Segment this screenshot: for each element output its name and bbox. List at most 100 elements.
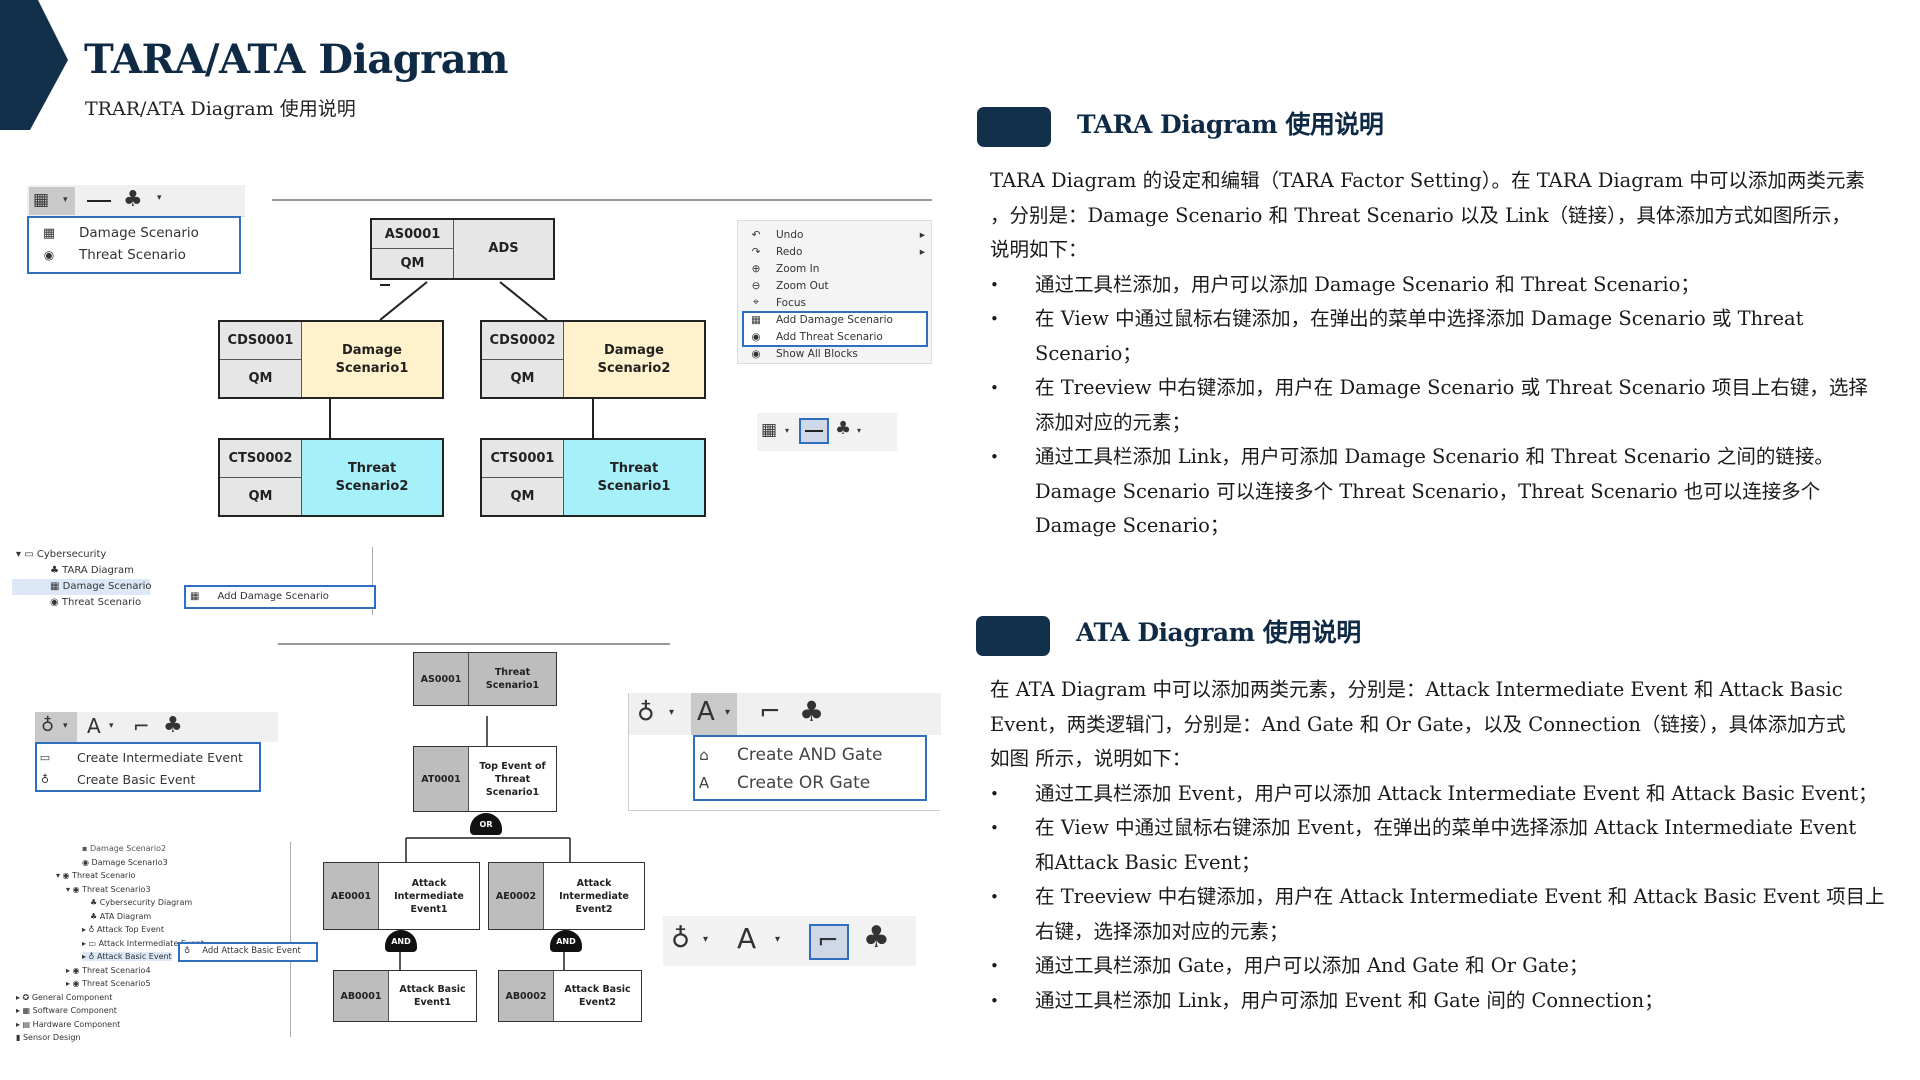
- tree-item[interactable]: ▸ ▭ Attack Intermediate Event: [82, 938, 204, 948]
- list-item: 通过工具栏添加，用户可以添加 Damage Scenario 和 Threat …: [990, 268, 1910, 303]
- connection-icon[interactable]: ⌐: [759, 697, 781, 727]
- tara-add-menu: ▦ Damage Scenario ◉ Threat Scenario: [27, 216, 241, 274]
- and-gate[interactable]: AND: [550, 930, 582, 952]
- divider: [278, 643, 670, 645]
- ata-root-node[interactable]: AS0001 Threat Scenario1: [413, 652, 557, 706]
- tara-root-node[interactable]: AS0001 ADS QM: [370, 218, 555, 280]
- connection-icon: ⌐: [817, 926, 839, 956]
- menu-item-show-all-blocks[interactable]: ◉Show All Blocks: [738, 345, 931, 362]
- undo-icon: ↶: [751, 228, 761, 241]
- node-name: Threat Scenario2: [302, 440, 442, 515]
- gate-icon[interactable]: A: [87, 714, 101, 738]
- add-event-button[interactable]: ♁ ▾: [35, 712, 77, 742]
- ata-link-toolbar: ♁ ▾ A ▾ ⌐ ♣: [663, 916, 916, 966]
- node-name: Top Event of Threat Scenario1: [469, 747, 556, 811]
- menu-item-threat-scenario[interactable]: ◉ Threat Scenario: [29, 244, 239, 266]
- threat-scenario-node[interactable]: CTS0002 Threat Scenario2 QM: [218, 438, 444, 517]
- menu-item-create-or-gate[interactable]: A Create OR Gate: [695, 769, 925, 797]
- tree-item[interactable]: ▸ ▦ Software Component: [16, 1006, 117, 1015]
- tree-item[interactable]: ▸ ♁ Attack Basic Event: [82, 952, 172, 961]
- event-icon[interactable]: ♁: [671, 924, 691, 954]
- gate-icon[interactable]: A: [737, 922, 757, 955]
- menu-item-add-damage-scenario[interactable]: ▦Add Damage Scenario: [738, 311, 931, 328]
- basic-event-node[interactable]: AB0001 Attack Basic Event1: [333, 970, 477, 1022]
- threat-scenario-node[interactable]: CTS0001 Threat Scenario1 QM: [480, 438, 706, 517]
- tree-item-cybersecurity[interactable]: ▾ ▭ Cybersecurity: [16, 549, 107, 560]
- tara-tree-popup[interactable]: ▦Add Damage Scenario: [184, 585, 376, 609]
- connection-icon[interactable]: ⌐: [133, 714, 150, 738]
- node-qm: QM: [482, 477, 564, 515]
- intermediate-event-node[interactable]: AE0002 Attack Intermediate Event2: [488, 862, 645, 930]
- node-name: Attack Basic Event1: [389, 971, 476, 1021]
- gate-button[interactable]: A ▾: [691, 693, 737, 735]
- intermediate-event-node[interactable]: AE0001 Attack Intermediate Event1: [323, 862, 480, 930]
- list-item: 在 View 中通过鼠标右键添加，在弹出的菜单中选择添加 Damage Scen…: [990, 302, 1910, 371]
- menu-item-undo[interactable]: ↶Undo▸: [738, 226, 931, 243]
- node-name: Attack Intermediate Event1: [379, 863, 479, 929]
- tree-item[interactable]: ♣ Cybersecurity Diagram: [90, 898, 193, 907]
- basic-event-node[interactable]: AB0002 Attack Basic Event2: [498, 970, 642, 1022]
- tree-item[interactable]: ▪ Damage Scenario2: [82, 844, 167, 853]
- menu-item-zoom-in[interactable]: ⊕Zoom In: [738, 260, 931, 277]
- hierarchy-icon[interactable]: ♣: [863, 920, 890, 955]
- chevron-down-icon: ▾: [157, 193, 162, 203]
- damage-scenario-node[interactable]: CDS0002 Damage Scenario2 QM: [480, 320, 706, 399]
- damage-icon: ▦: [42, 225, 56, 241]
- connection-tool-button[interactable]: ⌐: [809, 924, 849, 960]
- menu-item-create-intermediate-event[interactable]: ▭ Create Intermediate Event: [37, 746, 259, 768]
- menu-item-add-threat-scenario[interactable]: ◉Add Threat Scenario: [738, 328, 931, 345]
- node-qm: QM: [220, 359, 302, 397]
- link-tool-button[interactable]: [87, 200, 111, 202]
- tree-item[interactable]: ▾ ◉ Threat Scenario3: [66, 884, 151, 894]
- hierarchy-icon[interactable]: ♣: [799, 695, 825, 728]
- link-tool-button[interactable]: [799, 418, 829, 444]
- node-name: Threat Scenario1: [564, 440, 704, 515]
- tara-section-marker: [977, 107, 1051, 147]
- list-item: 在 Treeview 中右键添加，用户在 Damage Scenario 或 T…: [990, 371, 1910, 440]
- menu-item-damage-scenario[interactable]: ▦ Damage Scenario: [29, 222, 239, 244]
- node-qm: QM: [220, 477, 302, 515]
- damage-icon: ▦: [190, 591, 200, 602]
- tree-item[interactable]: ♣ ATA Diagram: [90, 911, 152, 921]
- hierarchy-icon[interactable]: ♣: [123, 187, 143, 212]
- add-element-button[interactable]: ▦ ▾: [29, 187, 75, 215]
- menu-item-redo[interactable]: ↷Redo▸: [738, 243, 931, 260]
- grid-icon: ▦: [33, 190, 50, 210]
- tree-item[interactable]: ▾ ◉ Threat Scenario: [56, 871, 136, 880]
- tree-item-damage-scenario[interactable]: ▦ Damage Scenario: [12, 579, 152, 595]
- tree-item[interactable]: ▸ ◉ Threat Scenario4: [66, 965, 151, 975]
- tree-item[interactable]: ◉ Damage Scenario3: [82, 857, 168, 867]
- node-name: Damage Scenario2: [564, 322, 704, 397]
- tree-item[interactable]: ▸ ✪ General Component: [16, 992, 113, 1002]
- chevron-down-icon: ▾: [785, 426, 790, 435]
- tree-item-threat-scenario[interactable]: ◉ Threat Scenario: [50, 597, 142, 608]
- hierarchy-icon[interactable]: ♣: [163, 713, 183, 738]
- damage-scenario-node[interactable]: CDS0001 Damage Scenario1 QM: [218, 320, 444, 399]
- ata-tree-popup[interactable]: ♁Add Attack Basic Event: [178, 942, 318, 962]
- menu-item-create-basic-event[interactable]: ♁ Create Basic Event: [37, 768, 259, 790]
- event-icon[interactable]: ♁: [637, 698, 655, 726]
- chevron-down-icon: ▾: [703, 934, 709, 945]
- ata-section-body: 在 ATA Diagram 中可以添加两类元素，分别是：Attack Inter…: [990, 673, 1910, 1018]
- tree-item[interactable]: ▸ ◉ Threat Scenario5: [66, 979, 151, 988]
- menu-item-focus[interactable]: ⌖Focus: [738, 294, 931, 311]
- ata-top-event-node[interactable]: AT0001 Top Event of Threat Scenario1: [413, 746, 557, 812]
- node-id: CDS0001: [220, 322, 302, 360]
- tree-item[interactable]: ▸ ♁ Attack Top Event: [82, 925, 165, 934]
- node-id: CDS0002: [482, 322, 564, 360]
- tree-item[interactable]: ▸ ▤ Hardware Component: [16, 1019, 121, 1029]
- grid-icon[interactable]: ▦: [761, 420, 778, 440]
- or-gate-icon: A: [698, 774, 710, 792]
- or-gate[interactable]: OR: [470, 813, 502, 835]
- menu-item-zoom-out[interactable]: ⊖Zoom Out: [738, 277, 931, 294]
- tree-item[interactable]: ▮ Sensor Design: [16, 1033, 81, 1042]
- chevron-down-icon: ▾: [63, 195, 68, 205]
- node-name: Damage Scenario1: [302, 322, 442, 397]
- menu-item-create-and-gate[interactable]: ⌂ Create AND Gate: [695, 741, 925, 769]
- damage-icon: ▦: [751, 313, 761, 326]
- node-id: AS0001: [372, 220, 454, 249]
- tree-item-tara-diagram[interactable]: ♣ TARA Diagram: [50, 565, 134, 576]
- hierarchy-icon[interactable]: ♣: [835, 418, 852, 439]
- node-id: AS0001: [414, 653, 469, 705]
- and-gate[interactable]: AND: [385, 930, 417, 952]
